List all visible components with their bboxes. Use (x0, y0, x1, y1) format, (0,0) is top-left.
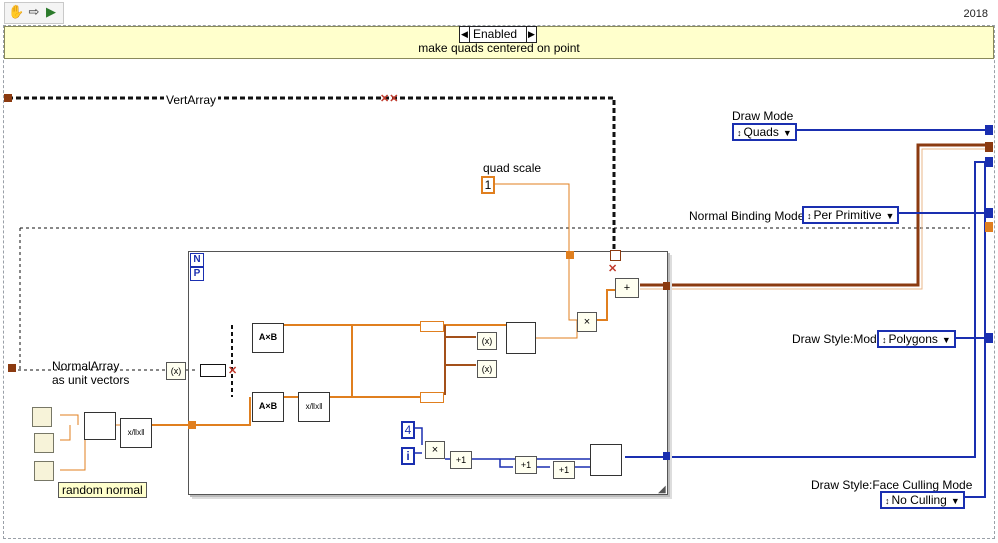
draw-mode-label: Draw Mode (732, 109, 794, 123)
probe-icon[interactable]: ▶ (46, 4, 56, 19)
dice-icon[interactable] (32, 407, 52, 427)
hand-tool-icon[interactable]: ✋ (8, 4, 25, 19)
vertarray-wire (8, 96, 616, 255)
cross-product-node[interactable]: A×B (252, 323, 284, 353)
case-caption: make quads centered on point (418, 41, 580, 55)
draw-mode-terminal (985, 125, 993, 135)
draw-style-mode-control[interactable]: ↕Polygons▼ (877, 330, 956, 348)
input-tunnel (566, 251, 574, 259)
build-array-node[interactable] (590, 444, 622, 476)
negate-node-icon[interactable]: (x) (477, 360, 497, 378)
vertarray-tunnel (4, 94, 12, 102)
orange-wire-c (150, 397, 251, 426)
random-normal-label: random normal (58, 482, 147, 498)
draw-mode-value: Quads (743, 125, 779, 139)
negate-node-icon[interactable]: (x) (477, 332, 497, 350)
draw-style-terminal (985, 333, 993, 343)
normalarray-label-line2: as unit vectors (52, 373, 130, 387)
index-terminal (985, 157, 993, 167)
face-culling-value: No Culling (891, 493, 947, 507)
loop-parallel-terminal[interactable]: P (190, 267, 204, 281)
output-tunnel (663, 452, 670, 460)
normal-binding-label: Normal Binding Mode (689, 209, 805, 223)
normalize-vector-node[interactable]: x/‖x‖ (120, 418, 152, 448)
toolbar: ✋ ⇨ ▶ 2018 (0, 0, 998, 24)
loop-count-terminal[interactable]: N (190, 253, 204, 267)
input-tunnel (188, 421, 196, 429)
vertarray-label: VertArray (164, 93, 219, 107)
dropdown-icon: ▼ (950, 496, 960, 506)
normalize-vector-node[interactable]: x/‖x‖ (298, 392, 330, 422)
case-selector[interactable]: ◀ Enabled ▶ (459, 26, 537, 43)
add-node-icon[interactable]: + (615, 278, 639, 298)
broken-wire-icon: ✕ (608, 263, 618, 275)
constant-four[interactable]: 4 (401, 421, 415, 439)
dice-icon[interactable] (34, 433, 54, 453)
for-loop[interactable] (188, 251, 668, 495)
increment-icon: ↕ (737, 128, 742, 138)
dropdown-icon: ▼ (941, 335, 951, 345)
diagram-frame (3, 25, 995, 539)
increment-node-icon[interactable]: +1 (553, 461, 575, 479)
normalize-node-icon[interactable]: (x) (166, 362, 186, 380)
toolbar-tools (4, 2, 64, 24)
shift-register-icon (610, 250, 621, 261)
vertarray-terminal (985, 142, 993, 152)
increment-node-icon[interactable]: +1 (450, 451, 472, 469)
multiply-node-icon[interactable]: × (425, 441, 445, 459)
draw-mode-control[interactable]: ↕Quads▼ (732, 123, 797, 141)
brown-wire-branch (444, 325, 476, 395)
index-tunnel (420, 321, 444, 332)
face-culling-control[interactable]: ↕No Culling▼ (880, 491, 965, 509)
dice-icon[interactable] (34, 461, 54, 481)
normal-binding-terminal (985, 208, 993, 218)
build-array-node[interactable] (84, 412, 116, 440)
increment-icon: ↕ (885, 496, 890, 506)
blue-output-wire (625, 161, 985, 458)
normals-terminal (985, 222, 993, 232)
index-tunnel (420, 392, 444, 403)
increment-node-icon[interactable]: +1 (515, 456, 537, 474)
brown-output-wire (640, 143, 985, 287)
face-culling-label: Draw Style:Face Culling Mode (811, 478, 973, 492)
version-label: 2018 (963, 8, 988, 20)
cross-product-node[interactable]: A×B (252, 392, 284, 422)
left-tunnel (8, 364, 16, 372)
iteration-terminal: i (401, 447, 415, 465)
increment-icon: ↕ (807, 211, 812, 221)
build-array-node[interactable] (506, 322, 536, 354)
index-array-tunnel (200, 364, 226, 377)
dropdown-icon: ▼ (782, 128, 792, 138)
broken-wire-icon: ✕✕ (380, 93, 399, 105)
multiply-node-icon[interactable]: × (577, 312, 597, 332)
draw-style-mode-value: Polygons (888, 332, 938, 346)
face-culling-wire (960, 162, 986, 498)
run-arrow-icon[interactable]: ⇨ (28, 4, 40, 19)
decrement-arrow-icon[interactable]: ◀ (460, 27, 470, 42)
draw-style-mode-label: Draw Style:Mode (792, 332, 884, 346)
increment-icon: ↕ (882, 335, 887, 345)
normal-binding-value: Per Primitive (813, 208, 882, 222)
normal-binding-control[interactable]: ↕Per Primitive▼ (802, 206, 900, 224)
dropdown-arrow-icon[interactable]: ▶ (526, 27, 536, 42)
broken-wire-icon: ✕ (228, 365, 238, 377)
resize-grip-icon[interactable]: ◢ (658, 484, 666, 495)
dropdown-icon: ▼ (885, 211, 895, 221)
quad-scale-label: quad scale (483, 161, 542, 175)
normalarray-label-line1: NormalArray (52, 359, 120, 373)
case-selector-value: Enabled (473, 27, 518, 41)
quad-scale-constant[interactable]: 1 (481, 176, 495, 194)
output-tunnel (663, 282, 670, 290)
